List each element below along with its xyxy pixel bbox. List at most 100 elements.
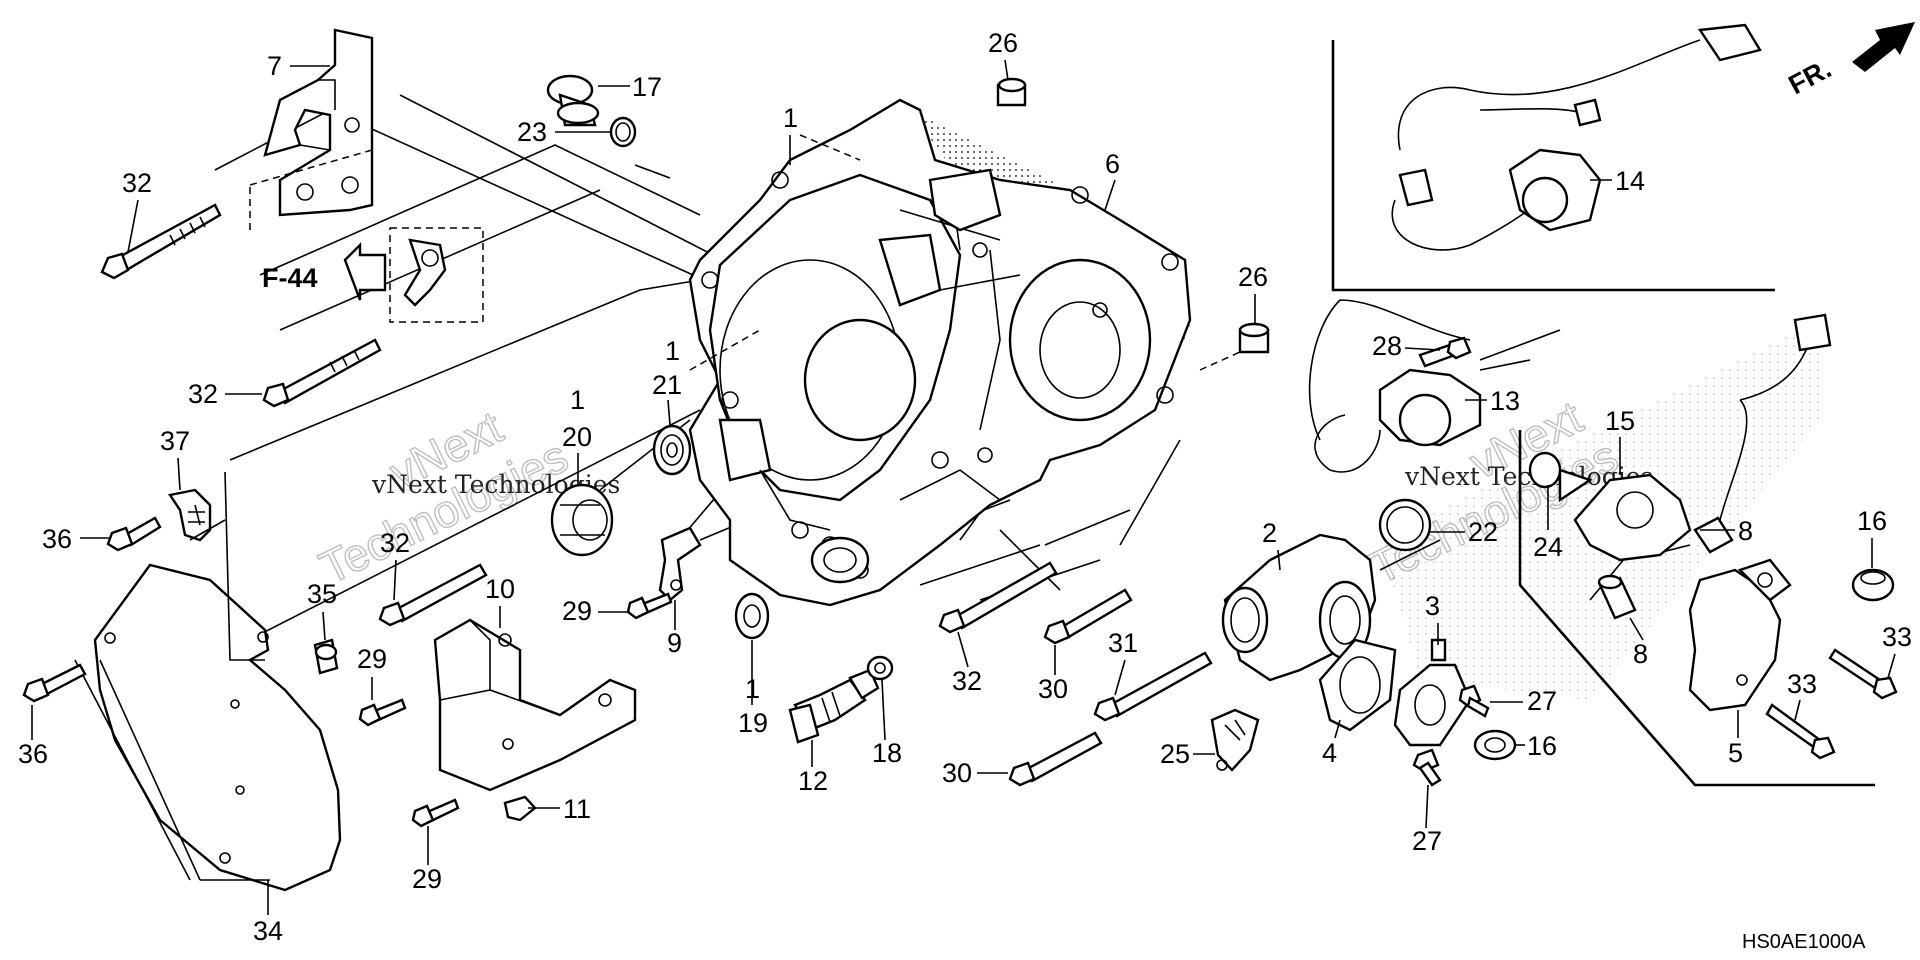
dowel-pin-26-right <box>1199 322 1270 371</box>
bolt-27-top <box>1458 684 1490 718</box>
leader-37 <box>189 519 226 541</box>
callout-35[interactable]: 35 <box>307 579 337 609</box>
bolt-29-mid <box>626 592 673 620</box>
callout-33[interactable]: 33 <box>1882 622 1912 652</box>
callout-36[interactable]: 36 <box>18 739 48 769</box>
callout-30[interactable]: 30 <box>942 758 972 788</box>
callout-29[interactable]: 29 <box>357 644 387 674</box>
bolt-36-bottom <box>22 663 87 703</box>
callout-23[interactable]: 23 <box>517 117 547 147</box>
leader-dashed <box>799 134 861 161</box>
callout-22[interactable]: 22 <box>1468 517 1498 547</box>
drawing-code: HS0AE1000A <box>1742 931 1866 953</box>
callout-32[interactable]: 32 <box>380 528 410 558</box>
clip-25 <box>1210 708 1260 772</box>
callout-9[interactable]: 9 <box>667 628 682 658</box>
callout-27[interactable]: 27 <box>1412 826 1442 856</box>
bolt-35 <box>313 638 339 675</box>
callout-20[interactable]: 20 <box>562 422 592 452</box>
callout-1[interactable]: 1 <box>665 336 680 366</box>
callout-8[interactable]: 8 <box>1633 639 1648 669</box>
callout-5[interactable]: 5 <box>1728 738 1743 768</box>
inset-box-14 <box>1331 23 1775 292</box>
clamp-37 <box>168 488 212 542</box>
callout-6[interactable]: 6 <box>1105 149 1120 179</box>
callout-16[interactable]: 16 <box>1857 506 1887 536</box>
hose-8-bottom <box>1597 574 1637 620</box>
front-arrow: FR. <box>1784 22 1915 100</box>
bolt-29-bottom <box>411 798 460 828</box>
bolt-30-bottom <box>1008 731 1103 787</box>
callout-32[interactable]: 32 <box>122 168 152 198</box>
callout-30[interactable]: 30 <box>1038 674 1068 704</box>
o-ring-23 <box>609 116 637 148</box>
gasket-4 <box>1318 638 1397 732</box>
callout-25[interactable]: 25 <box>1160 739 1190 769</box>
bolt-27-bottom <box>1412 748 1442 787</box>
bolt-32-lower <box>938 561 1058 634</box>
cover-34 <box>74 563 342 892</box>
seal-19 <box>734 592 770 640</box>
callout-12[interactable]: 12 <box>798 766 828 796</box>
callout-17[interactable]: 17 <box>632 72 662 102</box>
callout-1[interactable]: 1 <box>570 385 585 415</box>
callout-16[interactable]: 16 <box>1527 731 1557 761</box>
arrow-right-icon <box>1852 22 1915 72</box>
callout-3[interactable]: 3 <box>1425 591 1440 621</box>
callout-7[interactable]: 7 <box>267 51 282 81</box>
housing-2 <box>1221 533 1377 682</box>
callout-1[interactable]: 1 <box>783 103 798 133</box>
bolt-29-left <box>358 698 407 727</box>
callout-26[interactable]: 26 <box>988 28 1018 58</box>
plug-17 <box>546 74 600 127</box>
bolt-36-top <box>106 516 162 552</box>
callout-2[interactable]: 2 <box>1262 518 1277 548</box>
bolt-28 <box>1418 336 1472 368</box>
callout-15[interactable]: 15 <box>1605 406 1635 436</box>
callout-28[interactable]: 28 <box>1372 331 1402 361</box>
leader-dashed <box>689 329 761 371</box>
callout-19[interactable]: 19 <box>738 708 768 738</box>
bracket-5 <box>1688 558 1792 712</box>
arrow-left-icon <box>343 242 387 301</box>
bracket-7 <box>249 28 374 230</box>
bolt-33-right <box>1828 648 1898 700</box>
callout-24[interactable]: 24 <box>1533 532 1563 562</box>
bolt-30-top <box>1043 588 1133 645</box>
bolt-32-top <box>100 203 222 280</box>
callout-11[interactable]: 11 <box>563 794 591 824</box>
callout-31[interactable]: 31 <box>1108 628 1138 658</box>
callout-13[interactable]: 13 <box>1490 386 1520 416</box>
callout-29[interactable]: 29 <box>412 864 442 894</box>
callout-32[interactable]: 32 <box>952 666 982 696</box>
bracket-10 <box>433 618 637 792</box>
callout-14[interactable]: 14 <box>1615 166 1645 196</box>
callout-36[interactable]: 36 <box>42 524 72 554</box>
reference-label[interactable]: F-44 <box>262 263 318 293</box>
grommet-16-right <box>1851 568 1895 602</box>
grommet-16-left <box>1473 729 1517 761</box>
washer-18 <box>866 655 894 681</box>
bolt-32-bracket <box>378 563 488 627</box>
crankcase-cover-6 <box>688 98 1192 607</box>
callout-27[interactable]: 27 <box>1527 686 1557 716</box>
callout-33[interactable]: 33 <box>1787 669 1817 699</box>
callout-37[interactable]: 37 <box>160 426 190 456</box>
bolt-31 <box>1093 651 1213 722</box>
bearing-21 <box>652 424 692 476</box>
callout-4[interactable]: 4 <box>1322 738 1337 768</box>
callout-34[interactable]: 34 <box>253 916 283 946</box>
callout-29[interactable]: 29 <box>562 596 592 626</box>
sensor-13 <box>1308 299 1561 473</box>
callout-18[interactable]: 18 <box>872 738 902 768</box>
callout-26[interactable]: 26 <box>1238 262 1268 292</box>
callout-32[interactable]: 32 <box>188 379 218 409</box>
bracket-15-area <box>1518 430 1875 787</box>
clip-11 <box>503 795 560 822</box>
callout-10[interactable]: 10 <box>485 574 515 604</box>
callout-21[interactable]: 21 <box>652 370 682 400</box>
callout-8[interactable]: 8 <box>1738 516 1753 546</box>
clamp-9 <box>658 526 702 602</box>
reference-box: F-44 <box>262 227 484 323</box>
